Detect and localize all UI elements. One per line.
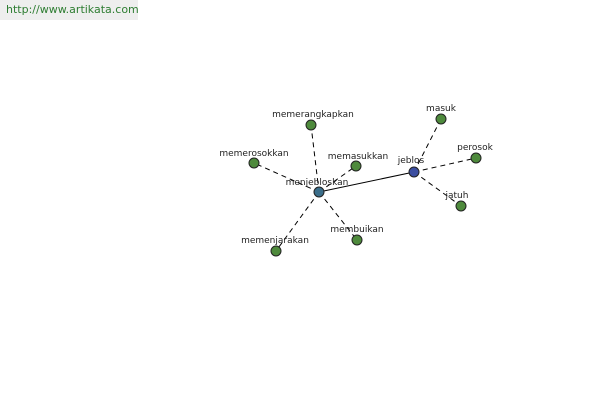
node-jeblos[interactable]: jeblos	[397, 156, 425, 178]
edge-jeblos-masuk	[413, 118, 442, 173]
node-label-perosok: perosok	[457, 143, 493, 153]
edge-menjebloskan-memenjarakan	[275, 191, 320, 252]
node-label-jatuh: jatuh	[445, 191, 469, 201]
node-dot-jatuh[interactable]	[455, 200, 467, 212]
edge-jeblos-jatuh	[413, 171, 462, 207]
site-url-link[interactable]: http://www.artikata.com	[6, 3, 139, 16]
node-memerangkapkan[interactable]: memerangkapkan	[272, 110, 354, 131]
node-label-masuk: masuk	[426, 104, 457, 114]
node-menjebloskan[interactable]: menjebloskan	[286, 178, 349, 198]
node-label-memerangkapkan: memerangkapkan	[272, 110, 354, 120]
url-banner: http://www.artikata.com	[0, 0, 139, 20]
edge-jeblos-perosok	[413, 157, 477, 173]
edge-menjebloskan-membuikan	[318, 191, 358, 241]
node-perosok[interactable]: perosok	[457, 143, 494, 164]
edge-menjebloskan-memerosokkan	[253, 162, 320, 193]
edge-menjebloskan-memasukkan	[318, 165, 357, 193]
node-label-memenjarakan: memenjarakan	[241, 236, 309, 246]
node-dot-menjebloskan[interactable]	[313, 186, 325, 198]
node-dot-memasukkan[interactable]	[350, 160, 362, 172]
edges-layer	[253, 118, 477, 252]
node-memasukkan[interactable]: memasukkan	[328, 152, 388, 172]
node-label-memasukkan: memasukkan	[328, 152, 388, 162]
node-masuk[interactable]: masuk	[426, 104, 457, 125]
node-dot-jeblos[interactable]	[408, 166, 420, 178]
node-label-menjebloskan: menjebloskan	[286, 178, 349, 188]
node-dot-memerosokkan[interactable]	[248, 157, 260, 169]
node-dot-membuikan[interactable]	[351, 234, 363, 246]
node-label-membuikan: membuikan	[330, 225, 383, 235]
node-jatuh[interactable]: jatuh	[445, 191, 469, 212]
node-label-memerosokkan: memerosokkan	[219, 149, 288, 159]
edge-menjebloskan-memerangkapkan	[310, 124, 320, 193]
node-dot-masuk[interactable]	[435, 113, 447, 125]
node-memenjarakan[interactable]: memenjarakan	[241, 236, 309, 257]
node-memerosokkan[interactable]: memerosokkan	[219, 149, 289, 169]
node-membuikan[interactable]: membuikan	[330, 225, 384, 246]
node-label-jeblos: jeblos	[397, 156, 425, 166]
edge-menjebloskan-jeblos	[318, 171, 415, 193]
node-dot-perosok[interactable]	[470, 152, 482, 164]
node-dot-memenjarakan[interactable]	[270, 245, 282, 257]
node-dot-memerangkapkan[interactable]	[305, 119, 317, 131]
nodes-layer: menjebloskan jeblos memerangkapkan memeroso…	[219, 104, 494, 257]
